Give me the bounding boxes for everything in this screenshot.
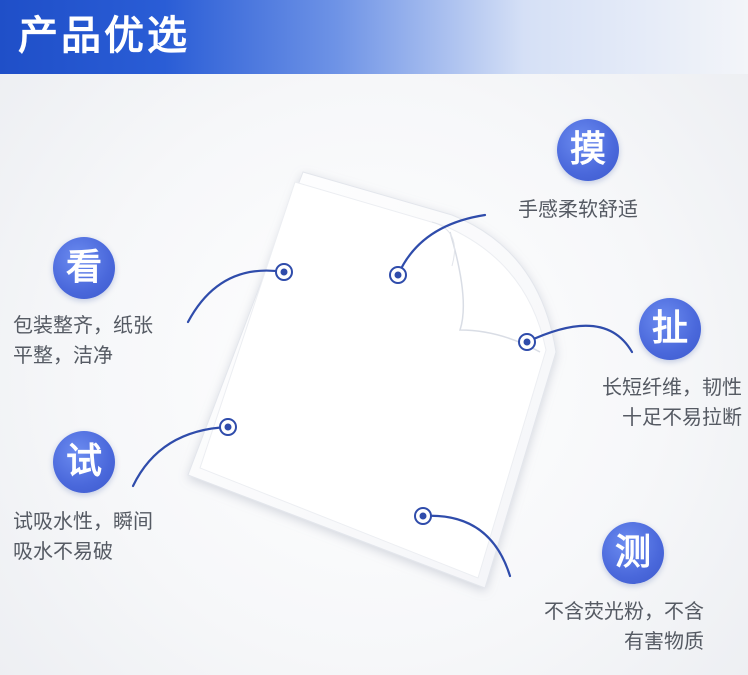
tissue-front-sheet bbox=[199, 181, 547, 579]
feature-line: 包装整齐，纸张 bbox=[13, 313, 153, 337]
tissue-fold-curl bbox=[449, 231, 541, 353]
feature-line: 长短纤维，韧性 bbox=[602, 375, 742, 399]
marker-dot-measure bbox=[414, 507, 432, 525]
connector-pull bbox=[525, 324, 634, 354]
feature-line: 不含荧光粉，不含 bbox=[544, 599, 704, 623]
page-title: 产品优选 bbox=[18, 13, 190, 59]
test-icon: 试 bbox=[53, 431, 115, 493]
feature-text-pull: 长短纤维，韧性 十足不易拉断 bbox=[556, 372, 742, 432]
feature-text-measure: 不含荧光粉，不含 有害物质 bbox=[494, 596, 704, 656]
marker-dot-look bbox=[275, 263, 293, 281]
feature-line: 试吸水性，瞬间 bbox=[13, 509, 153, 533]
marker-dot-test bbox=[219, 418, 237, 436]
measure-icon: 测 bbox=[602, 522, 664, 584]
feature-text-touch: 手感柔软舒适 bbox=[518, 194, 638, 224]
connector-touch bbox=[396, 213, 487, 277]
feature-line: 手感柔软舒适 bbox=[518, 197, 638, 221]
feature-text-look: 包装整齐，纸张 平整，洁净 bbox=[13, 310, 153, 370]
pull-icon: 扯 bbox=[639, 298, 701, 360]
feature-text-test: 试吸水性，瞬间 吸水不易破 bbox=[13, 506, 153, 566]
connector-look bbox=[186, 269, 286, 324]
feature-line: 平整，洁净 bbox=[13, 343, 113, 367]
header-banner: 产品优选 bbox=[0, 0, 748, 74]
feature-line: 十足不易拉断 bbox=[622, 405, 742, 429]
feature-line: 有害物质 bbox=[624, 629, 704, 653]
feature-line: 吸水不易破 bbox=[13, 539, 113, 563]
connector-measure bbox=[421, 514, 512, 578]
look-icon: 看 bbox=[53, 237, 115, 299]
marker-dot-pull bbox=[518, 333, 536, 351]
connector-test bbox=[131, 425, 230, 488]
touch-icon: 摸 bbox=[557, 119, 619, 181]
marker-dot-touch bbox=[389, 266, 407, 284]
